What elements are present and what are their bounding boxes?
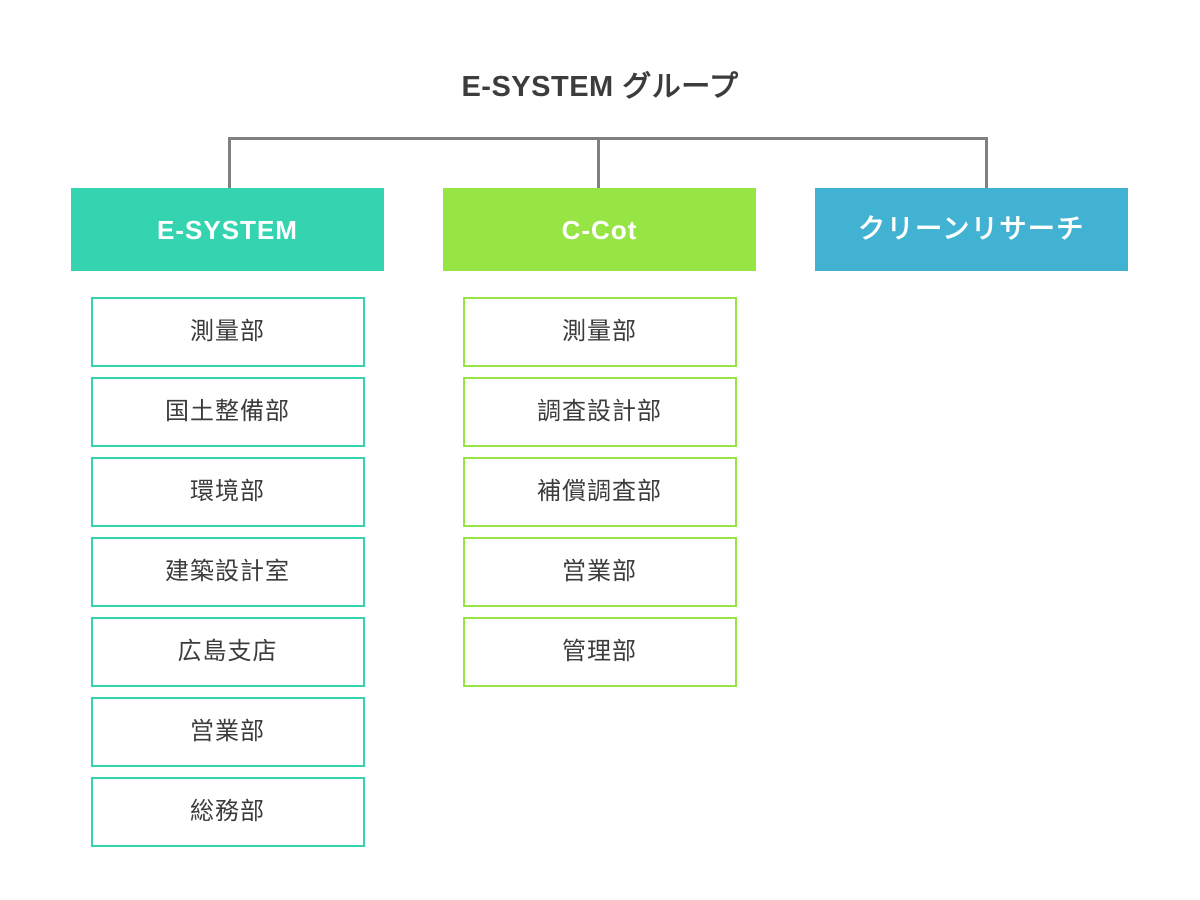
department-label: 調査設計部 xyxy=(537,398,662,425)
department-label: 管理部 xyxy=(562,638,637,665)
department-box[interactable]: 広島支店 xyxy=(90,617,365,687)
department-box[interactable]: 総務部 xyxy=(90,777,365,847)
department-label: 測量部 xyxy=(190,318,265,345)
department-box[interactable]: 営業部 xyxy=(462,537,737,607)
branch-header-clean-research[interactable]: クリーンリサーチ xyxy=(815,188,1128,271)
branch-header-label: クリーンリサーチ xyxy=(858,214,1085,244)
branch-header-label: E-SYSTEM xyxy=(157,214,298,245)
connector-path xyxy=(228,137,988,188)
department-list-c-cot: 測量部 調査設計部 補償調査部 営業部 管理部 xyxy=(443,271,756,687)
branch-column-e-system: E-SYSTEM 測量部 国土整備部 環境部 建築設計室 広島支店 営業部 総務… xyxy=(71,188,384,857)
branch-header-c-cot[interactable]: C-Cot xyxy=(443,188,756,271)
branch-header-label: C-Cot xyxy=(561,214,638,245)
department-box[interactable]: 環境部 xyxy=(90,457,365,527)
department-box[interactable]: 補償調査部 xyxy=(462,457,737,527)
department-list-clean-research xyxy=(815,271,1128,297)
department-box[interactable]: 管理部 xyxy=(462,617,737,687)
page-title: E-SYSTEM グループ xyxy=(461,71,739,103)
department-list-e-system: 測量部 国土整備部 環境部 建築設計室 広島支店 営業部 総務部 xyxy=(71,271,384,847)
department-box[interactable]: 測量部 xyxy=(90,297,365,367)
department-box[interactable]: 国土整備部 xyxy=(90,377,365,447)
department-box[interactable]: 測量部 xyxy=(462,297,737,367)
department-box[interactable]: 調査設計部 xyxy=(462,377,737,447)
department-label: 営業部 xyxy=(562,558,637,585)
branch-column-c-cot: C-Cot 測量部 調査設計部 補償調査部 営業部 管理部 xyxy=(443,188,756,697)
branch-column-clean-research: クリーンリサーチ xyxy=(815,188,1128,297)
department-label: 測量部 xyxy=(562,318,637,345)
department-label: 補償調査部 xyxy=(537,478,662,505)
department-label: 国土整備部 xyxy=(165,398,290,425)
department-label: 広島支店 xyxy=(177,638,278,665)
department-box[interactable]: 営業部 xyxy=(90,697,365,767)
department-label: 総務部 xyxy=(190,798,265,825)
department-label: 環境部 xyxy=(190,478,265,505)
department-label: 営業部 xyxy=(190,718,265,745)
department-box[interactable]: 建築設計室 xyxy=(90,537,365,607)
branch-header-e-system[interactable]: E-SYSTEM xyxy=(71,188,384,271)
department-label: 建築設計室 xyxy=(165,558,290,585)
